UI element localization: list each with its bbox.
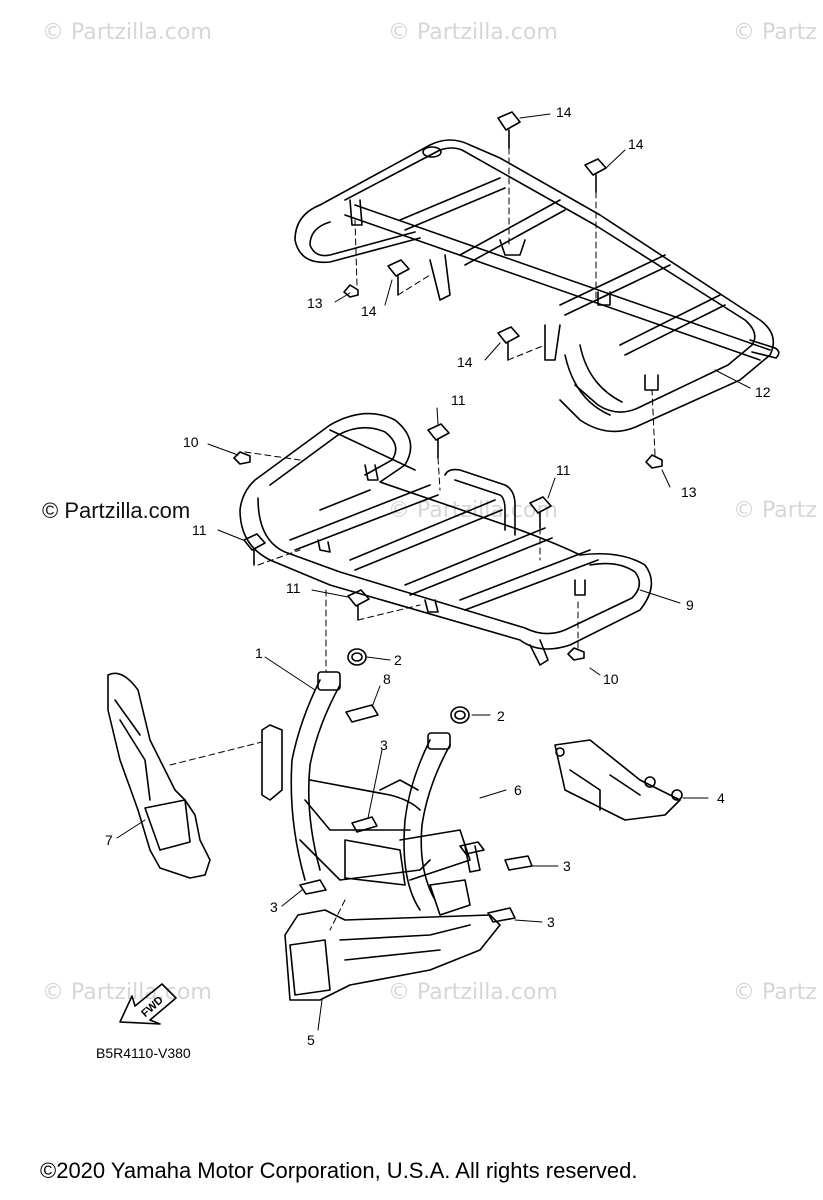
callout-label: 10 (603, 671, 619, 687)
leader-lines (116, 113, 751, 1031)
watermark: © Partzilla.com (388, 498, 558, 523)
fwd-arrow-icon (119, 983, 177, 1025)
callout-label: 13 (307, 295, 323, 311)
callout-label: 2 (497, 708, 505, 724)
guard-frame (261, 671, 471, 916)
callout-label: 11 (192, 522, 207, 538)
callout-label: 3 (563, 858, 571, 874)
side-cover-left (107, 672, 211, 879)
callout-label: 14 (361, 303, 377, 319)
callout-label: 3 (380, 737, 388, 753)
callout-label: 8 (383, 671, 391, 687)
callout-label: 3 (547, 914, 555, 930)
copyright-text: ©2020 Yamaha Motor Corporation, U.S.A. A… (40, 1158, 638, 1183)
callout-label: 3 (270, 899, 278, 915)
watermark-main: © Partzilla.com (42, 498, 191, 523)
callout-label: 14 (628, 136, 644, 152)
callout-label: 14 (457, 354, 473, 370)
callout-label: 7 (105, 832, 113, 848)
callout-label: 12 (755, 384, 771, 400)
part-code: B5R4110-V380 (96, 1045, 191, 1061)
bracket (554, 739, 683, 821)
callout-label: 10 (183, 434, 199, 450)
alignment-lines (169, 147, 656, 931)
callout-label: 14 (556, 104, 572, 120)
callout-label: 2 (394, 652, 402, 668)
parts-diagram (107, 111, 780, 1031)
watermark: © Partz (733, 498, 817, 523)
callout-label: 13 (681, 484, 697, 500)
rear-carrier (294, 139, 780, 433)
callout-label: 9 (686, 597, 694, 613)
callout-label: 11 (556, 462, 571, 478)
watermark: © Partzilla.com (42, 980, 212, 1005)
watermark: © Partz (733, 20, 817, 45)
callout-label: 6 (514, 782, 522, 798)
callout-label: 11 (286, 580, 301, 596)
watermark: © Partzilla.com (42, 20, 212, 45)
callout-label: 4 (717, 790, 725, 806)
watermark: © Partzilla.com (388, 20, 558, 45)
watermark: © Partzilla.com (388, 980, 558, 1005)
callout-label: 11 (451, 392, 466, 408)
front-carrier (239, 412, 653, 666)
fasteners (233, 111, 663, 923)
watermark: © Partz (733, 980, 817, 1005)
front-cover (284, 909, 501, 1001)
callout-label: 5 (307, 1032, 315, 1048)
callout-label: 1 (255, 645, 263, 661)
